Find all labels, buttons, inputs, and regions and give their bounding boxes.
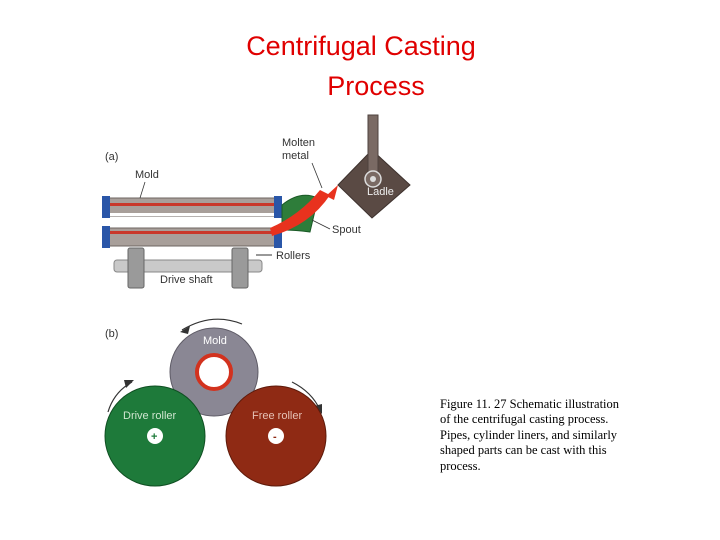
drive-roller [104,385,206,487]
mold-label-a: Mold [135,169,159,181]
panel-b-label: (b) [105,328,118,340]
mold-circle [169,327,259,417]
drive-roller-label: Drive roller [123,410,177,422]
free-roller-label: Free roller [252,410,302,422]
spout-label: Spout [332,224,361,236]
mold-tube [102,196,282,248]
spout [270,190,330,236]
mold-label-b: Mold [203,335,227,347]
page-title-second-line: Process [327,71,425,101]
ladle [326,114,411,219]
rollers [113,247,272,289]
plus-sign: + [151,431,157,443]
panel-a-label: (a) [105,151,118,163]
rotation-arrow-mold [181,318,243,331]
free-roller [225,385,327,487]
rollers-label: Rollers [276,250,311,262]
figure-caption: Figure 11. 27 Schematic illustration of … [440,397,620,473]
molten-label-1: Molten [282,137,315,149]
molten-label-2: metal [282,150,309,162]
minus-sign: - [273,431,277,443]
ladle-label: Ladle [367,186,394,198]
page-title: Centrifugal Casting [246,31,476,61]
drive-shaft-label: Drive shaft [160,274,213,286]
